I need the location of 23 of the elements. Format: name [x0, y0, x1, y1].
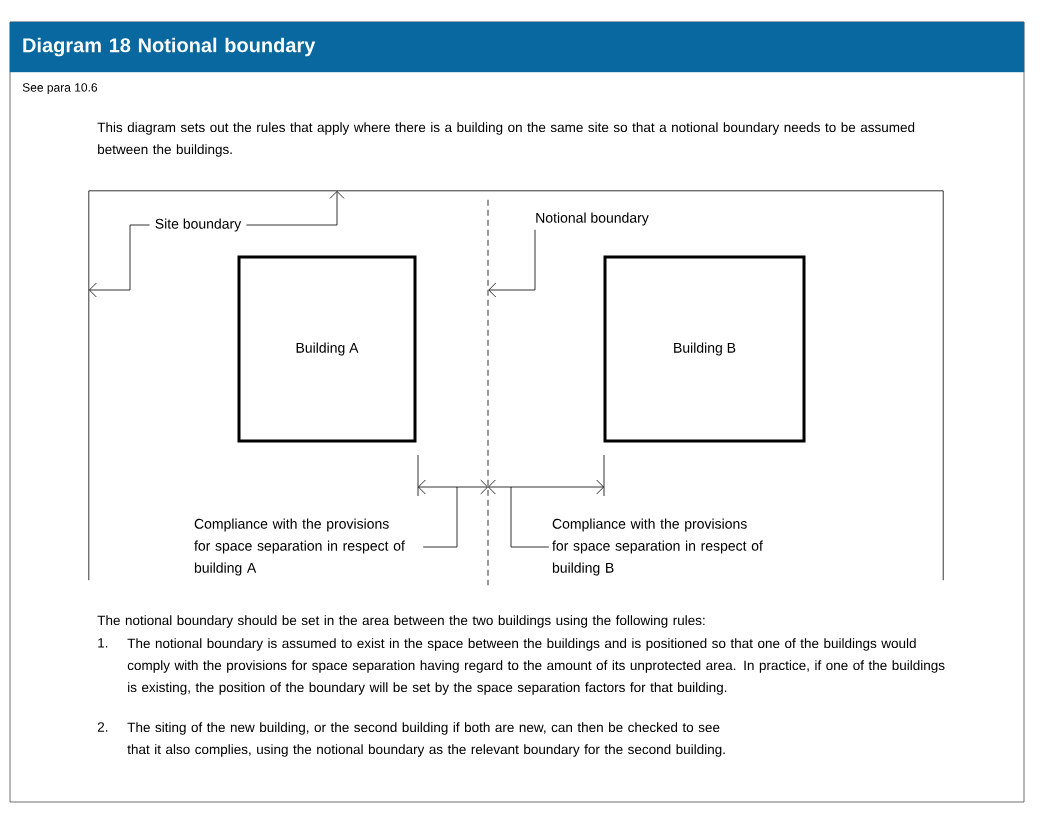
reference-note: See para 10.6 [22, 83, 98, 95]
building-outline: Building A [237, 255, 417, 443]
notional-boundary-label: Notional boundary [536, 212, 649, 226]
rules-paragraph: The notional boundary should be set in the area between the two buildings using the following rules: [97, 615, 705, 628]
leader-line [88, 224, 150, 298]
compliance-label: Compliance with the provisions for space separation in respect of building B [552, 518, 763, 576]
intro-paragraph: This diagram sets out the rules that apply where there is a building on the same site so that a notional boundary needs to be assumed between the buildings. [97, 122, 915, 157]
dimension-arrow [487, 479, 605, 495]
rule-text: The siting of the new building, or the second building if both are new, can then be checked to see that it also complies, using the notional boundary as the relevant boundary for the second building. [127, 722, 725, 757]
leader-line [510, 486, 550, 548]
rule-text: The notional boundary is assumed to exist in the space between the buildings and is positioned so that one of the buildings would comply with the provisions for space separation having regard to the amount of its unprotected area. In practice, if one of the buildings is existing, the position of the boundary will be set by the space separation factors for that building. [127, 638, 945, 695]
leader-line [246, 190, 345, 226]
leader-line [422, 486, 458, 548]
site-boundary-line [88, 190, 944, 581]
header-bar: Diagram 18 Notional boundary [9, 21, 1025, 73]
notional-boundary-line [487, 199, 489, 586]
building-outline: Building B [603, 255, 806, 443]
list-number: 2. [97, 722, 108, 732]
site-boundary-label: Site boundary [155, 218, 242, 232]
leader-line [488, 229, 536, 298]
dimension-arrow [417, 479, 489, 495]
list-number: 1. [98, 638, 108, 648]
compliance-label: Compliance with the provisions for space separation in respect of building A [194, 518, 405, 576]
